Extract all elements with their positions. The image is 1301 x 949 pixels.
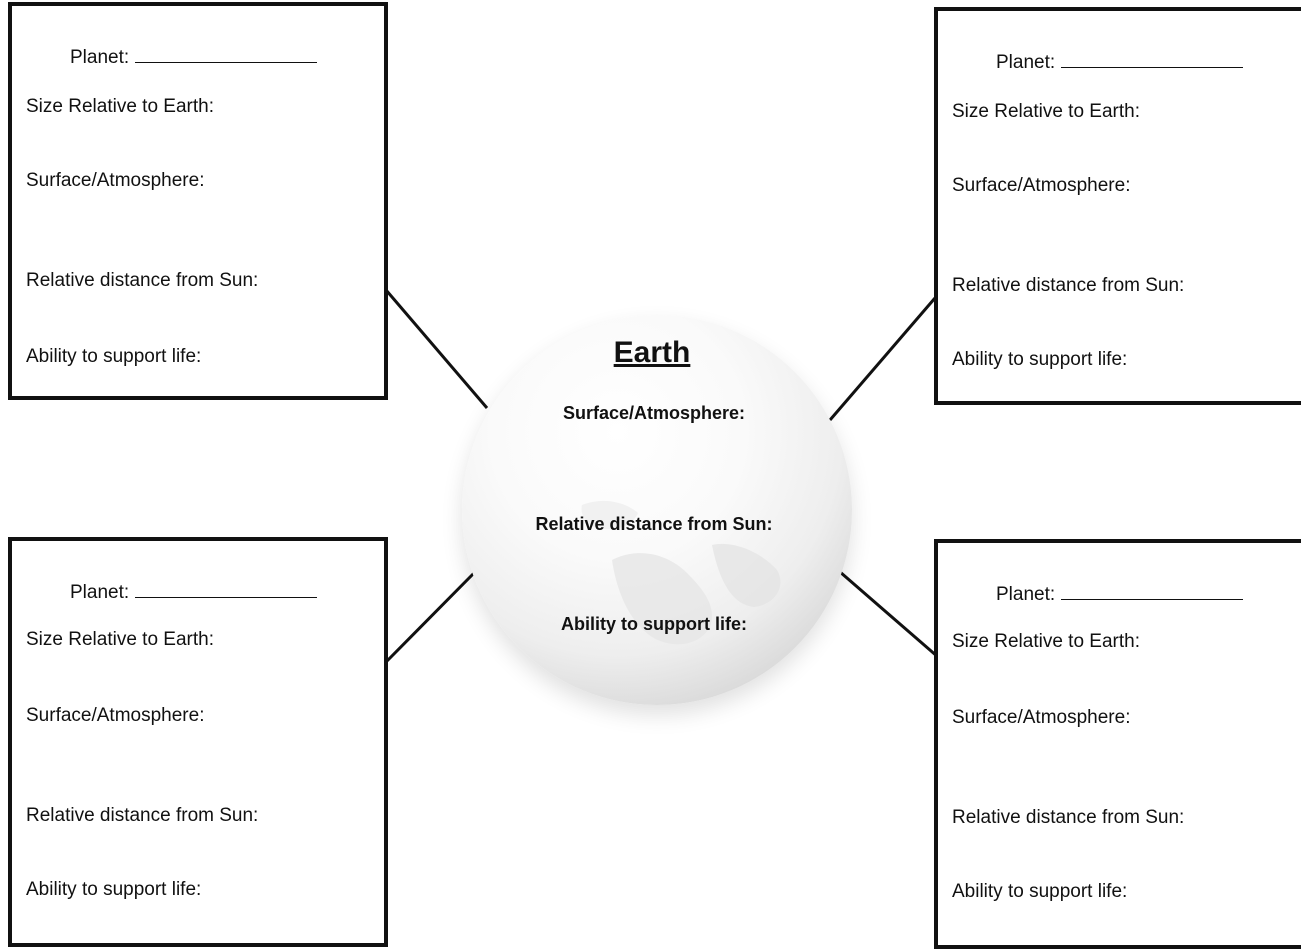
planet-card-bottom-right: Planet: Size Relative to Earth: Surface/… <box>934 539 1301 949</box>
planet-label: Planet: <box>70 582 130 603</box>
planet-name-blank[interactable] <box>1061 49 1244 68</box>
planet-card-bottom-left: Planet: Size Relative to Earth: Surface/… <box>8 537 388 947</box>
earth-surface-label: Surface/Atmosphere: <box>562 403 746 423</box>
connector-top-left <box>384 289 489 409</box>
connector-bottom-right <box>831 563 939 659</box>
planet-name-blank[interactable] <box>135 579 318 598</box>
size-label: Size Relative to Earth: <box>26 629 214 650</box>
distance-label: Relative distance from Sun: <box>952 807 1185 828</box>
planet-label: Planet: <box>70 47 130 68</box>
earth-life-label: Ability to support life: <box>561 614 747 634</box>
earth-distance-label: Relative distance from Sun: <box>535 514 773 534</box>
surface-label: Surface/Atmosphere: <box>26 170 205 191</box>
connector-bottom-left <box>384 568 479 664</box>
life-label: Ability to support life: <box>26 346 202 367</box>
distance-label: Relative distance from Sun: <box>952 275 1185 296</box>
globe-continents <box>581 500 781 645</box>
surface-label: Surface/Atmosphere: <box>26 705 205 726</box>
distance-label: Relative distance from Sun: <box>26 805 259 826</box>
earth-title: Earth <box>613 336 691 369</box>
surface-label: Surface/Atmosphere: <box>952 175 1131 196</box>
size-label: Size Relative to Earth: <box>952 631 1140 652</box>
surface-label: Surface/Atmosphere: <box>952 707 1131 728</box>
life-label: Ability to support life: <box>26 879 202 900</box>
size-label: Size Relative to Earth: <box>952 101 1140 122</box>
earth-globe <box>462 315 852 705</box>
planet-name-blank[interactable] <box>135 44 318 63</box>
planet-name-blank[interactable] <box>1061 581 1244 600</box>
distance-label: Relative distance from Sun: <box>26 270 259 291</box>
life-label: Ability to support life: <box>952 349 1128 370</box>
planet-label: Planet: <box>996 52 1056 73</box>
life-label: Ability to support life: <box>952 881 1128 902</box>
planet-card-top-left: Planet: Size Relative to Earth: Surface/… <box>8 2 388 400</box>
planet-card-top-right: Planet: Size Relative to Earth: Surface/… <box>934 7 1301 405</box>
planet-label: Planet: <box>996 584 1056 605</box>
size-label: Size Relative to Earth: <box>26 96 214 117</box>
connector-top-right <box>828 297 937 421</box>
